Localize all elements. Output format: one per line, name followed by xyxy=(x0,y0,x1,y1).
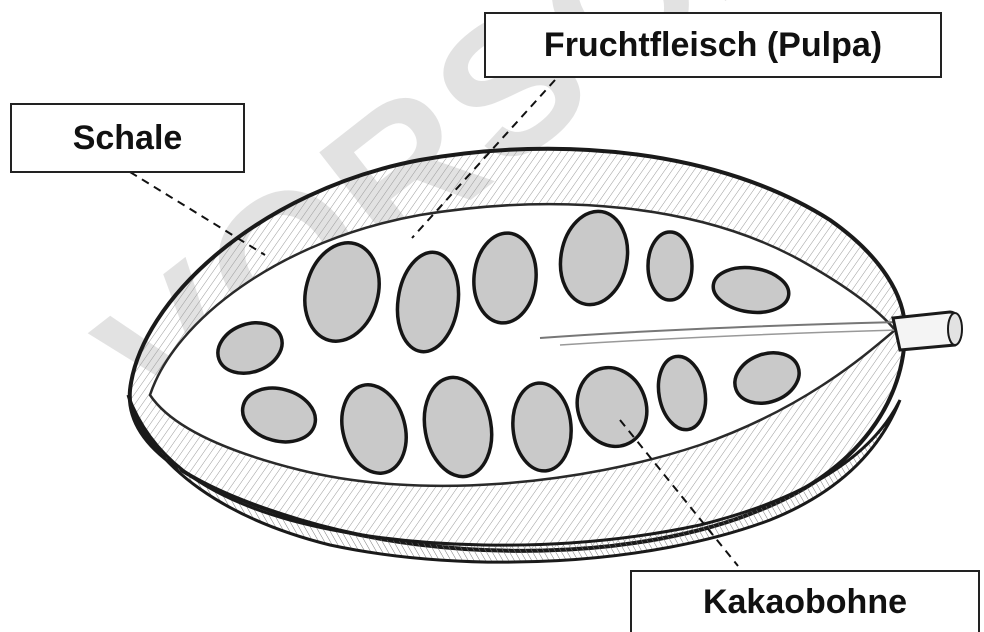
label-kakaobohne: Kakaobohne xyxy=(630,570,980,632)
label-fruchtfleisch: Fruchtfleisch (Pulpa) xyxy=(484,12,942,78)
bean xyxy=(648,232,692,300)
stem xyxy=(893,312,962,350)
label-schale: Schale xyxy=(10,103,245,173)
